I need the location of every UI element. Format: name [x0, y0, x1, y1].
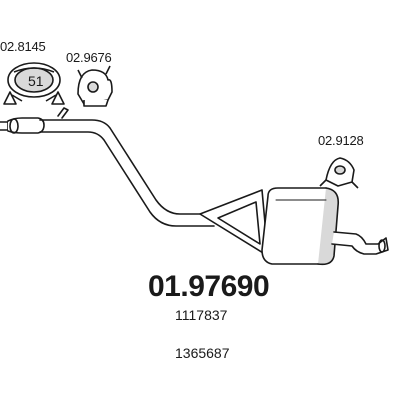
- clamp-icon: 51: [3, 62, 65, 105]
- oe-number-2: 1365687: [175, 345, 230, 361]
- rear-silencer: [261, 187, 340, 266]
- exhaust-assembly: [0, 107, 389, 266]
- oe-number-1: 1117837: [175, 307, 228, 323]
- part-number-mount: 02.9128: [318, 133, 364, 148]
- rubber-mount-icon: [319, 157, 359, 189]
- inlet-flange: [0, 121, 9, 131]
- part-number-hanger: 02.9676: [66, 50, 112, 65]
- exhaust-pipe-upper: [39, 119, 221, 215]
- tailpipe: [331, 231, 389, 255]
- exhaust-pipe-lower: [39, 131, 215, 227]
- rubber-hanger-icon: [77, 65, 113, 107]
- main-part-number: 01.97690: [148, 270, 270, 303]
- clamp-badge: 51: [28, 73, 44, 89]
- part-number-clamp: 02.8145: [0, 39, 46, 54]
